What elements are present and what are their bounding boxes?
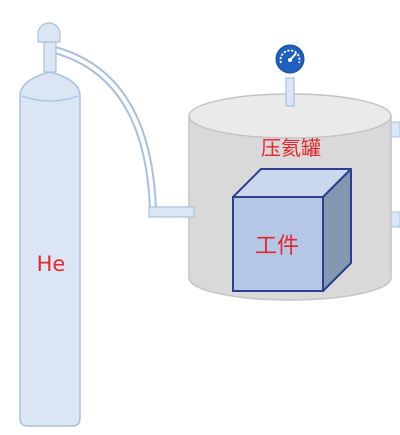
workpiece-cube <box>232 168 352 292</box>
gauge-stem <box>285 77 295 107</box>
tank-side-port-lower <box>390 211 400 228</box>
helium-hose <box>53 46 157 210</box>
cube-front-face <box>232 196 324 292</box>
cylinder-shoulder-line <box>21 95 79 102</box>
cylinder-label: He <box>37 252 66 276</box>
helium-cylinder <box>19 22 81 427</box>
tank-side-port-upper <box>390 121 400 138</box>
cylinder-body <box>19 71 81 427</box>
cylinder-valve-neck <box>43 39 57 73</box>
tank-label: 压氦罐 <box>261 136 321 160</box>
hose-inlet-connector <box>148 206 195 218</box>
cylinder-valve-cap <box>37 22 61 43</box>
pressure-gauge-icon <box>275 44 305 74</box>
workpiece-label: 工件 <box>255 234 299 259</box>
